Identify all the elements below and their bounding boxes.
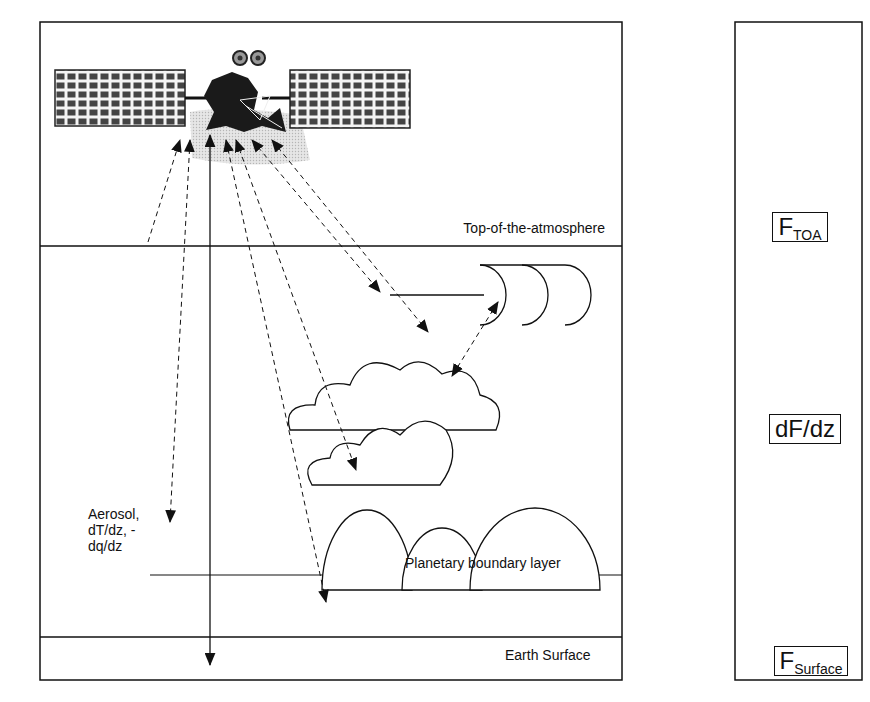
surface-line — [40, 636, 622, 638]
flux-subscript: TOA — [793, 227, 822, 243]
cirrus-cloud — [390, 265, 591, 325]
left-panel — [40, 22, 622, 680]
right-panel — [735, 22, 862, 680]
flux-box: dF/dz — [769, 414, 841, 444]
radiation-arrow — [148, 135, 498, 665]
level-label: Top-of-the-atmosphere — [463, 220, 605, 236]
toa-line — [40, 245, 622, 247]
level-label: Earth Surface — [505, 647, 591, 663]
flux-box: FSurface — [774, 646, 849, 676]
flux-box: FTOA — [772, 212, 827, 242]
variable-label: Aerosol, dT/dz, -dq/dz — [88, 506, 150, 554]
cumulus-cloud — [288, 362, 499, 485]
flux-symbol: F — [778, 213, 793, 240]
flux-symbol: F — [780, 647, 795, 674]
level-label: Planetary boundary layer — [405, 555, 561, 571]
flux-symbol: dF/dz — [775, 415, 835, 442]
boundary-layer-cloud — [322, 508, 600, 590]
satellite — [55, 51, 410, 165]
flux-subscript: Surface — [794, 661, 842, 677]
